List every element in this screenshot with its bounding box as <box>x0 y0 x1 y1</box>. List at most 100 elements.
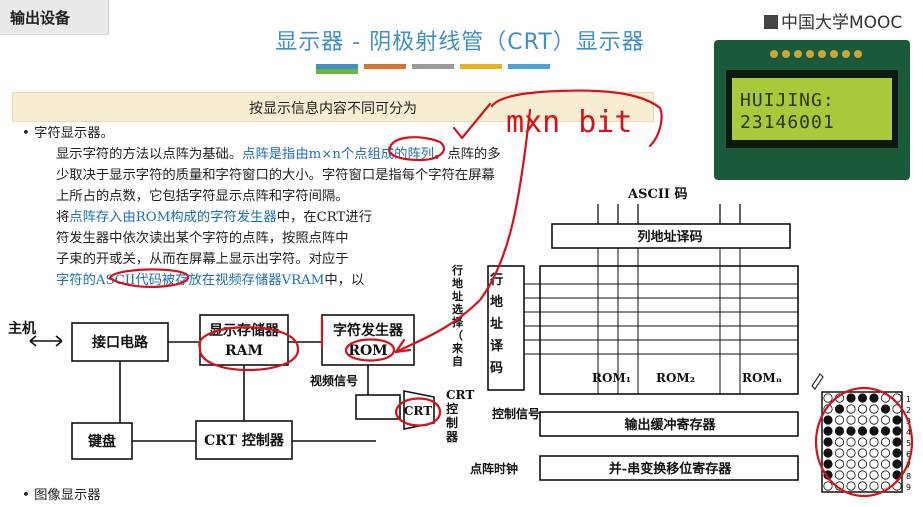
matrix-row-number: 5 <box>906 439 911 448</box>
para-line-5: 符发生器中依次读出某个字符的点阵，按照点阵中 <box>56 231 349 246</box>
annotation-bubble <box>490 89 663 148</box>
matrix-dot <box>869 415 879 425</box>
matrix-dot <box>846 470 856 480</box>
lcd-pins <box>770 50 862 58</box>
rom-grid <box>524 248 798 394</box>
matrix-dot <box>880 448 891 458</box>
video-box <box>355 394 401 420</box>
matrix-dot <box>880 437 891 447</box>
video-signal-label: 视频信号 <box>310 373 358 388</box>
matrix-dot <box>846 437 856 447</box>
matrix-dot <box>823 437 833 447</box>
rom-array <box>539 265 799 395</box>
bullet-char-display: • 字符显示器。 <box>22 126 114 141</box>
matrix-dot <box>892 426 902 436</box>
para-line-1c: 。点阵的多 <box>434 147 501 162</box>
matrix-dot <box>857 415 868 425</box>
matrix-row-number: 1 <box>906 395 911 404</box>
matrix-dot <box>892 437 902 447</box>
keyboard-label: 键盘 <box>87 433 116 450</box>
matrix-dot <box>857 481 868 491</box>
dot-matrix-circle <box>814 386 914 498</box>
crt-ctrl-label: CRT 控制器 <box>204 432 285 449</box>
section-tag-label: 输出设备 <box>10 9 71 27</box>
mooc-logo: 中国大学MOOC <box>764 8 902 33</box>
out-buffer-label: 输出缓冲寄存器 <box>624 417 716 433</box>
section-tag: 输出设备 <box>0 0 109 35</box>
col-decoder-box <box>551 223 791 249</box>
para-line-1b: 点阵是指由m×n个点组成的阵列 <box>242 147 435 162</box>
annotation-arrow-head <box>394 338 412 354</box>
matrix-dot <box>834 404 845 414</box>
matrix-row-number: 9 <box>906 483 911 492</box>
matrix-dot <box>857 470 868 480</box>
rom-diagram: ASCII 码 列地址译码 ROM₁ ROM₂ ROMₙ 输出缓冲寄存器 控制信… <box>470 187 799 481</box>
vram-box <box>199 314 289 366</box>
matrix-dot <box>846 481 856 491</box>
matrix-dot <box>823 426 833 436</box>
row-decoder-vertical-label: 行地址译码 <box>490 273 504 376</box>
color-bar-segment <box>316 69 358 74</box>
matrix-dot <box>846 459 856 469</box>
matrix-dot <box>834 437 845 447</box>
matrix-dot <box>834 426 845 436</box>
display-block-diagram: 主机 接口电路 显示存储器 RAM 字符发生器 ROM 键盘 CRT 控制器 视… <box>8 314 435 460</box>
vram-label-1: 显示存储器 <box>209 322 280 339</box>
lcd-screen <box>732 78 892 140</box>
annotation-circle-mxn <box>388 136 445 162</box>
col-decoder-label: 列地址译码 <box>637 229 702 245</box>
color-bar-segment <box>364 64 406 69</box>
matrix-dot <box>892 459 902 469</box>
bullet-image-display-label: 图像显示器 <box>34 488 101 503</box>
annotation-circle-ram <box>198 326 300 371</box>
para-line-3: 上所占的点数，它包括字符显示点阵和字符间隔。 <box>56 189 349 204</box>
matrix-dot <box>880 415 891 425</box>
matrix-dot <box>892 448 902 458</box>
matrix-dot <box>846 393 856 403</box>
annotation-circle-rom <box>344 338 396 362</box>
chargen-label-2: ROM <box>348 343 387 359</box>
para-line-4b: 点阵存入由ROM构成的字符发生器 <box>69 210 277 225</box>
para-line-2: 少取决于显示字符的质量和字符窗口的大小。字符窗口是指每个字符在屏幕 <box>56 168 495 183</box>
shift-reg-label: 并-串变换移位寄存器 <box>609 461 732 477</box>
color-bar-segment <box>316 64 358 69</box>
matrix-row-number: 8 <box>906 472 911 481</box>
matrix-dot <box>880 459 891 469</box>
pen-cursor-icon <box>811 373 824 390</box>
matrix-dot <box>834 415 845 425</box>
rom2-label: ROM₂ <box>656 371 695 385</box>
para-line-4: 将点阵存入由ROM构成的字符发生器中，在CRT进行 <box>56 208 372 229</box>
matrix-dot <box>823 393 833 403</box>
ascii-label: ASCII 码 <box>627 187 688 202</box>
romn-label: ROMₙ <box>742 371 782 385</box>
para-line-4c: 中，在CRT进行 <box>276 210 372 225</box>
chargen-label-1: 字符发生器 <box>333 322 404 339</box>
matrix-row-number: 2 <box>906 406 911 415</box>
matrix-dot <box>869 404 879 414</box>
matrix-dot <box>869 470 879 480</box>
matrix-dot <box>823 481 833 491</box>
ctrl-signal-label: 控制信号 <box>492 406 540 421</box>
shift-reg-box <box>539 455 799 481</box>
color-bar-segment <box>412 64 454 69</box>
annotation-circle-crt <box>394 397 442 427</box>
matrix-dot <box>823 415 833 425</box>
slide-title: 显示器 - 阴极射线管（CRT）显示器 <box>275 30 645 55</box>
vram-label-2: RAM <box>225 343 263 359</box>
para-line-7b: 中，以 <box>324 273 365 288</box>
para-line-6: 子束的开或关，从而在屏幕上显示出字符。对应于 <box>56 252 349 267</box>
matrix-dot <box>869 459 879 469</box>
matrix-dot <box>846 415 856 425</box>
row-decoder-box <box>487 265 525 391</box>
para-line-4a: 将 <box>56 210 70 225</box>
out-buffer-box <box>539 411 799 437</box>
title-color-bar <box>316 64 588 74</box>
matrix-dot <box>834 448 845 458</box>
matrix-dot <box>880 426 891 436</box>
lcd-line-2: 23146001 <box>740 112 835 133</box>
para-line-1a: 显示字符的方法以点阵为基础。 <box>56 147 243 162</box>
matrix-dot <box>880 404 891 414</box>
matrix-dot <box>869 448 879 458</box>
bullet-char-display-label: 字符显示器。 <box>34 126 114 141</box>
row-select-vertical-label: 行地址选择（来自 <box>452 264 463 368</box>
